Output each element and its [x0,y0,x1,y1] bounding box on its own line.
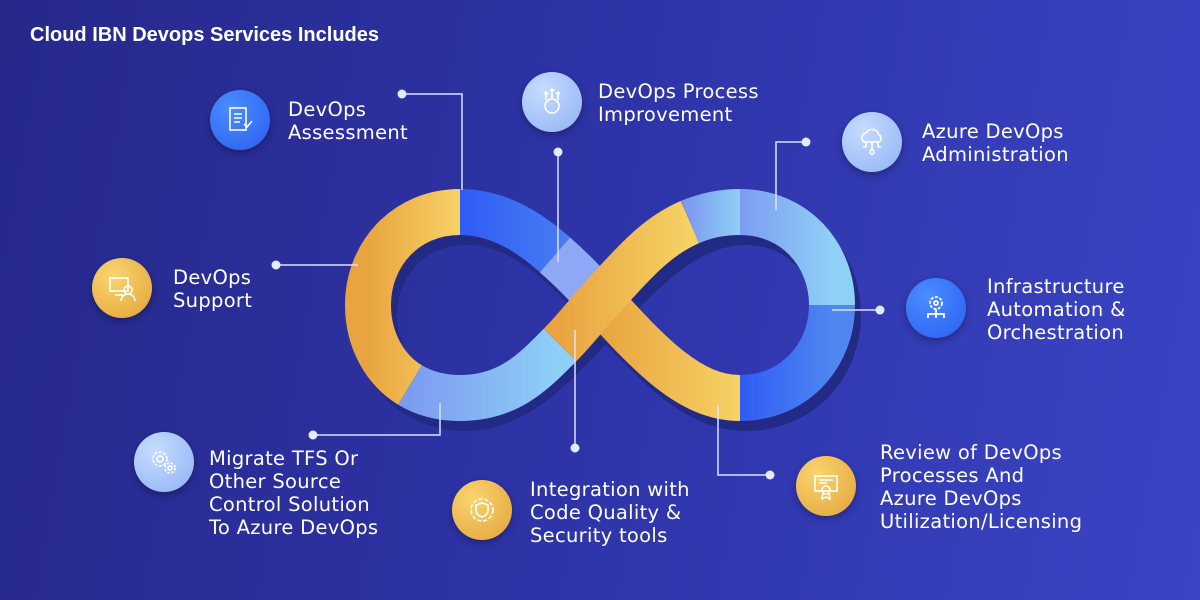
connector-assessment [402,93,463,190]
page-title: Cloud IBN Devops Services Includes [30,24,379,46]
loop-segment-crossing [543,200,700,362]
loop-segment-left [344,189,462,405]
gears-icon [134,432,194,492]
loop-segment-bottom-left [398,328,577,422]
connector-review [717,405,770,476]
checklist-document-icon [210,90,270,150]
growth-gear-icon [522,72,582,132]
cloud-network-icon [842,112,902,172]
loop-segment-top-right-start [681,189,741,244]
loop-segment-bottom-right [582,284,742,421]
gear-hierarchy-icon [906,278,966,338]
connector-migrate [313,403,441,436]
loop-segment-top-right [738,189,855,307]
loop-segment-right [738,303,855,421]
shield-gear-icon [452,480,512,540]
certificate-icon [796,456,856,516]
support-agent-icon [92,258,152,318]
connector-azure [775,141,806,210]
